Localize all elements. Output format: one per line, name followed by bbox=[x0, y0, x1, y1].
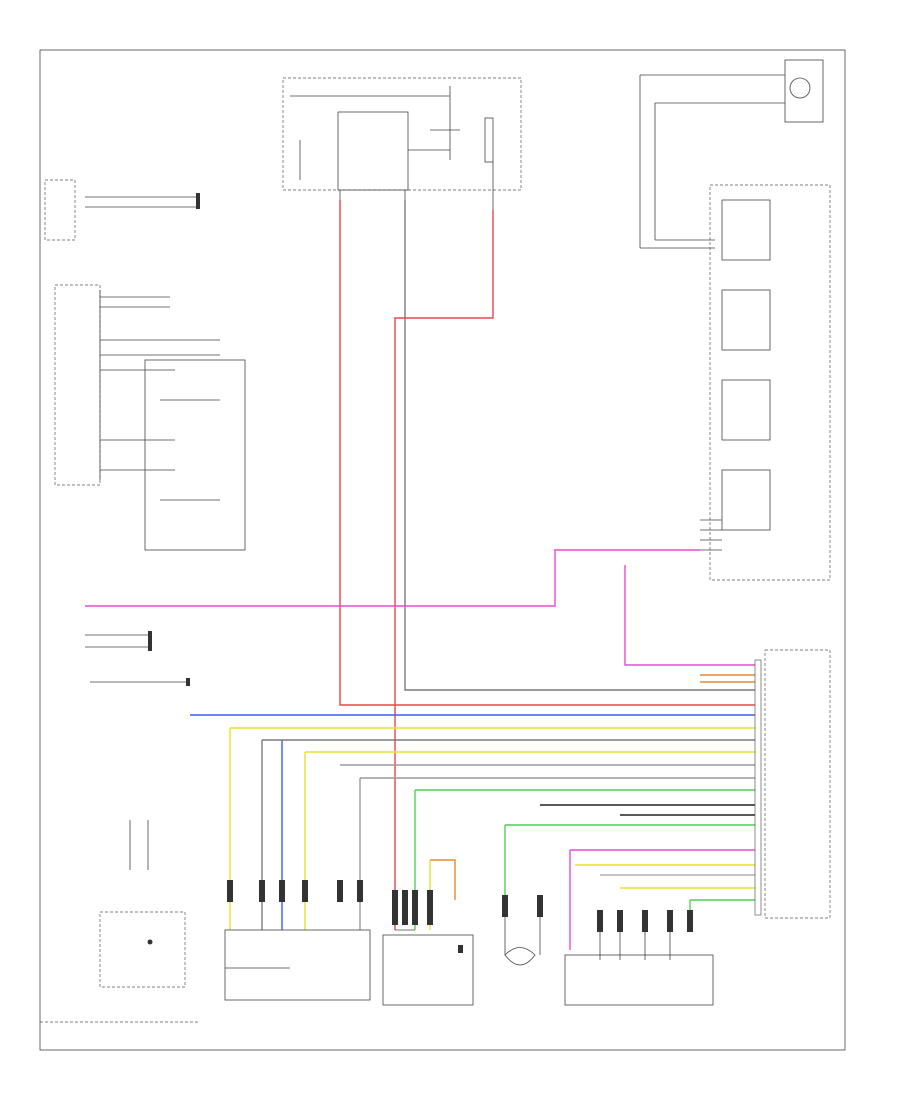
engine-speed-sensor bbox=[504, 895, 541, 966]
connector-stubs bbox=[85, 631, 190, 870]
fuse-relay-block bbox=[282, 77, 522, 240]
transmission-range-sensors bbox=[700, 184, 831, 581]
wire-harness bbox=[85, 200, 760, 950]
instrument-cluster bbox=[40, 911, 200, 1023]
accelerator-pedal-module bbox=[224, 929, 371, 1001]
bottom-connector-pins bbox=[227, 880, 693, 932]
diagram-border bbox=[39, 49, 846, 1051]
brake-light-switch bbox=[382, 929, 474, 1006]
cruise-control-switch bbox=[54, 284, 246, 551]
ecm-pin-column bbox=[754, 659, 762, 916]
transmission-output-speed-sensor bbox=[639, 59, 824, 249]
selector-lever-module bbox=[44, 179, 200, 241]
engine-control-module bbox=[759, 649, 831, 919]
